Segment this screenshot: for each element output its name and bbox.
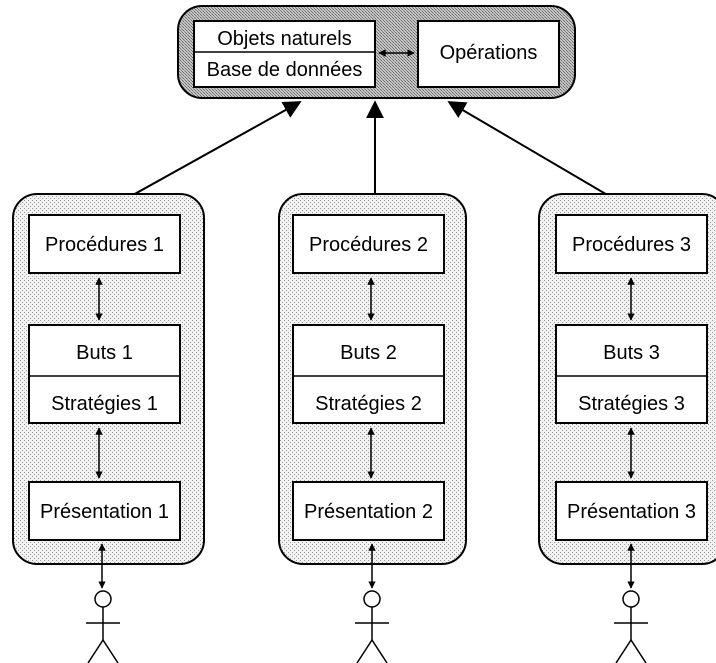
presentation-2-box bbox=[292, 481, 445, 541]
goals-2-label: Buts 2 bbox=[340, 342, 397, 364]
goals-strategies-2-box bbox=[292, 324, 445, 424]
presentation-3-label: Présentation 3 bbox=[567, 501, 696, 523]
strategies-1-label: Stratégies 1 bbox=[51, 393, 158, 415]
objects-database-box bbox=[193, 20, 376, 88]
column-3: Procédures 3 Buts 3 Stratégies 3 Présent… bbox=[538, 193, 716, 663]
goals-strategies-3-box bbox=[555, 324, 708, 424]
procedures-1-label: Procédures 1 bbox=[45, 234, 164, 256]
procedures-3-box bbox=[555, 214, 708, 274]
natural-objects-label: Objets naturels bbox=[217, 28, 352, 50]
link-top-to-column-3 bbox=[447, 101, 635, 211]
central-system-group: Objets naturels Base de données Opératio… bbox=[177, 5, 576, 99]
database-label: Base de données bbox=[207, 59, 363, 81]
presentation-3-box bbox=[555, 481, 708, 541]
strategies-2-label: Stratégies 2 bbox=[315, 393, 422, 415]
column-1: Procédures 1 Buts 1 Stratégies 1 Présent… bbox=[12, 193, 205, 663]
procedures-2-box bbox=[292, 214, 445, 274]
operations-label: Opérations bbox=[440, 42, 538, 64]
goals-strategies-1-box bbox=[28, 324, 181, 424]
goals-1-label: Buts 1 bbox=[76, 342, 133, 364]
presentation-2-label: Présentation 2 bbox=[304, 501, 433, 523]
procedures-3-label: Procédures 3 bbox=[572, 234, 691, 256]
user-1-icon bbox=[86, 590, 120, 663]
strategies-3-label: Stratégies 3 bbox=[578, 393, 685, 415]
procedures-2-label: Procédures 2 bbox=[309, 234, 428, 256]
link-top-to-column-1 bbox=[104, 101, 302, 211]
goals-3-label: Buts 3 bbox=[603, 342, 660, 364]
user-2-icon bbox=[355, 590, 389, 663]
operations-box bbox=[417, 20, 560, 88]
column-2: Procédures 2 Buts 2 Stratégies 2 Présent… bbox=[278, 193, 467, 663]
procedures-1-box bbox=[28, 214, 181, 274]
presentation-1-label: Présentation 1 bbox=[40, 501, 169, 523]
presentation-1-box bbox=[28, 481, 181, 541]
user-3-icon bbox=[614, 590, 648, 663]
top-links bbox=[104, 100, 635, 212]
